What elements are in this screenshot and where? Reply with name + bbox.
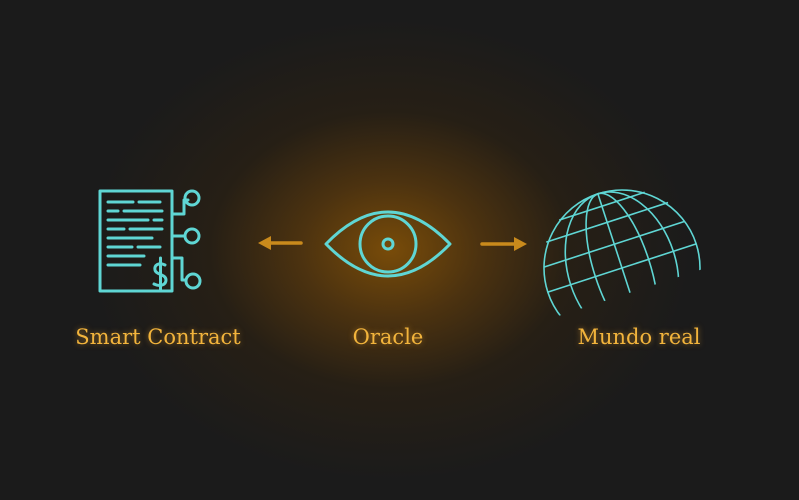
globe-wireframe-icon [543,189,701,322]
node-label-real-world: Mundo real [577,325,701,349]
arrow-right-icon [480,237,527,251]
node-label-smart-contract: Smart Contract [75,325,241,349]
node-label-oracle: Oracle [352,325,424,349]
eye-icon [324,210,452,278]
arrow-left-icon [258,236,303,250]
document-circuit-icon [98,189,202,293]
